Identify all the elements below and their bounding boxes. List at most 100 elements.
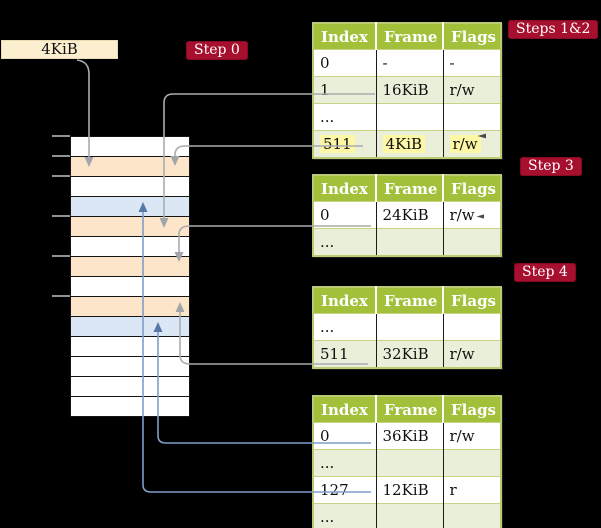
cell-text: ...: [320, 108, 335, 126]
table-cell: [442, 449, 501, 477]
cell-text: ...: [320, 454, 335, 472]
tick-mark: [52, 155, 70, 157]
table-cell: 36KiB: [375, 422, 443, 450]
cell-text: r/w: [449, 427, 475, 445]
table-row: 0 --: [313, 49, 501, 77]
cell-text: 36KiB: [382, 427, 429, 445]
table-cell: 0: [313, 201, 376, 229]
table-cell: r/w: [442, 340, 501, 368]
column-header: Frame: [376, 23, 444, 50]
table-cell: -: [375, 49, 443, 77]
table-cell: r: [442, 476, 501, 504]
cell-text: -: [449, 54, 455, 72]
table-cell: 16KiB: [375, 76, 443, 104]
memory-column: [70, 136, 190, 417]
cell-text: 127: [320, 481, 349, 499]
table-cell: 4KiB: [375, 130, 443, 158]
column-header: Frame: [376, 287, 444, 314]
tick-mark: [52, 175, 70, 177]
table-cell: 12KiB: [375, 476, 443, 504]
table-cell: 511: [313, 130, 376, 158]
memory-frame-row: [71, 377, 189, 397]
table-row: 0 36KiB r/w: [313, 422, 501, 450]
table-cell: 24KiB: [375, 201, 443, 229]
table-cell: [375, 228, 443, 256]
memory-frame-row: [71, 357, 189, 377]
table-row: ...: [313, 228, 501, 256]
table-cell: r/w: [442, 76, 501, 104]
step-4-label: Step 4: [514, 263, 576, 282]
table-cell: ...: [313, 313, 376, 341]
cell-text: 16KiB: [382, 81, 429, 99]
cell-text: r/w: [449, 206, 475, 224]
table-cell: ...: [313, 228, 376, 256]
memory-frame-row: [71, 277, 189, 297]
memory-frame-row: [71, 197, 189, 217]
table-cell: 127: [313, 476, 376, 504]
column-header: Flags: [443, 396, 501, 423]
table-row: 511 4KiB r/w: [313, 130, 501, 158]
table-cell: 1: [313, 76, 376, 104]
memory-frame-row: [71, 337, 189, 357]
table-cell: [442, 503, 501, 528]
column-header: Flags: [443, 23, 501, 50]
table-cell: [375, 449, 443, 477]
memory-frame-row: [71, 157, 189, 177]
table-row: 127 12KiB r: [313, 476, 501, 504]
cell-text: ...: [320, 318, 335, 336]
table-row: ...: [313, 503, 501, 528]
steps-1-2-label: Steps 1&2: [508, 20, 599, 39]
frame-size-box: 4KiB: [1, 40, 118, 59]
memory-frame-row: [71, 177, 189, 197]
cell-text: r: [449, 481, 457, 499]
table-cell: [442, 313, 501, 341]
table-cell: r/w: [442, 130, 501, 158]
column-header: Frame: [376, 396, 444, 423]
table-cell: [442, 228, 501, 256]
table-row: ...: [313, 313, 501, 341]
tick-mark: [52, 255, 70, 257]
memory-frame-row: [71, 217, 189, 237]
table-cell: r/w: [442, 422, 501, 450]
table-cell: 32KiB: [375, 340, 443, 368]
column-header: Index: [313, 396, 377, 423]
tick-mark: [52, 295, 70, 297]
table-cell: 511: [313, 340, 376, 368]
cell-text: 12KiB: [382, 481, 429, 499]
memory-frame-row: [71, 237, 189, 257]
table-row: 0 24KiB r/w: [313, 201, 501, 229]
cell-text: 511: [320, 345, 349, 363]
memory-frame-row: [71, 297, 189, 317]
table-cell: 0: [313, 49, 376, 77]
table-cell: ...: [313, 103, 376, 131]
cell-text: 0: [320, 54, 330, 72]
cell-text: 511: [320, 135, 355, 153]
memory-frame-row: [71, 257, 189, 277]
cell-text: ...: [320, 508, 335, 526]
table-cell: 0: [313, 422, 376, 450]
step-3-label: Step 3: [520, 157, 582, 176]
memory-frame-row: [71, 137, 189, 157]
column-header: Index: [313, 175, 377, 202]
column-header: Flags: [443, 175, 501, 202]
table-cell: ...: [313, 449, 376, 477]
cell-text: 0: [320, 427, 330, 445]
cell-text: 4KiB: [382, 135, 426, 153]
step-0-label: Step 0: [186, 41, 248, 60]
cell-text: 24KiB: [382, 206, 429, 224]
table-row: 1 16KiB r/w: [313, 76, 501, 104]
cell-text: r/w: [449, 345, 475, 363]
cell-text: 0: [320, 206, 330, 224]
table-row: ...: [313, 103, 501, 131]
cell-text: r/w: [449, 135, 481, 153]
column-header: Index: [313, 23, 377, 50]
table-cell: [442, 103, 501, 131]
tick-mark: [52, 215, 70, 217]
